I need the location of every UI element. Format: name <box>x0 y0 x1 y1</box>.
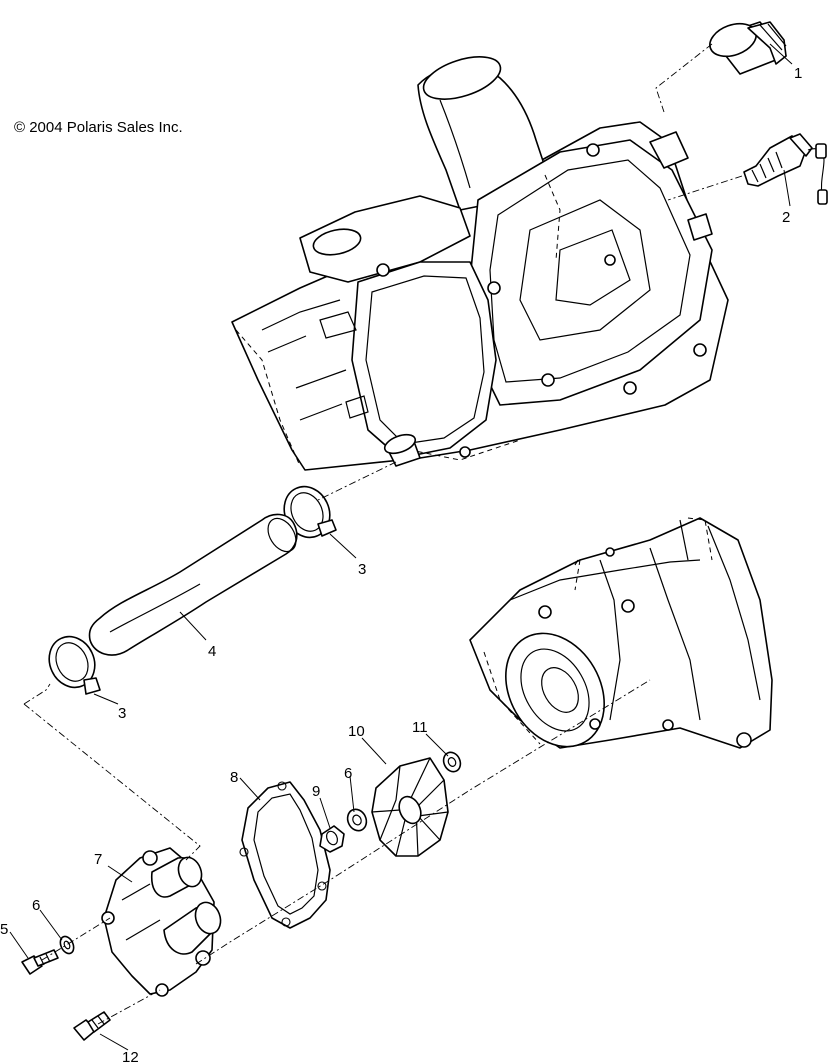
callout-3-upper: 3 <box>358 561 366 578</box>
callout-1: 1 <box>794 65 802 82</box>
hose-clamp-lower <box>48 635 101 695</box>
thermostat-cap <box>709 21 787 75</box>
temperature-sensor <box>743 133 828 205</box>
callout-10: 10 <box>348 723 365 740</box>
seal-washer-11 <box>442 751 462 773</box>
callout-numbers: 1 2 3 3 4 5 6 6 7 8 9 10 11 12 <box>0 65 802 1064</box>
crankcase <box>469 517 773 749</box>
callout-leaders <box>9 43 793 1051</box>
pump-gasket <box>239 781 331 929</box>
washer-6-lower <box>59 935 75 955</box>
bolt-12 <box>73 1011 111 1041</box>
callout-3-lower: 3 <box>118 705 126 722</box>
copyright-text: © 2004 Polaris Sales Inc. <box>14 119 183 136</box>
callout-6-lower: 6 <box>32 897 40 914</box>
cylinder-head <box>231 56 729 471</box>
callout-8: 8 <box>230 769 238 786</box>
callout-2: 2 <box>782 209 790 226</box>
callout-9: 9 <box>312 783 320 800</box>
impeller-nut <box>319 825 345 853</box>
callout-4: 4 <box>208 643 216 660</box>
bolt-5 <box>21 949 59 975</box>
callout-6-upper: 6 <box>344 765 352 782</box>
coolant-hose <box>88 513 298 656</box>
water-pump-cover <box>101 847 222 997</box>
washer-6-upper <box>346 808 368 832</box>
callout-11: 11 <box>412 719 428 736</box>
assembly-guides <box>23 43 743 1025</box>
callout-7: 7 <box>94 851 102 868</box>
impeller <box>371 757 449 857</box>
callout-12: 12 <box>122 1049 139 1064</box>
callout-5: 5 <box>0 921 8 938</box>
